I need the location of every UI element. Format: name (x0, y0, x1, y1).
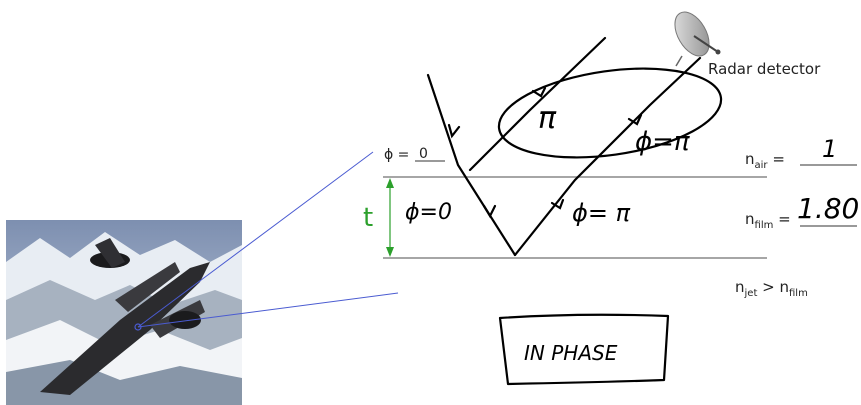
zoom-line-upper (137, 151, 374, 328)
zoom-line-lower (137, 292, 399, 328)
radar-dish-icon (674, 11, 721, 67)
svg-text:nfilm =: nfilm = (745, 210, 791, 231)
thickness-label: t (363, 203, 373, 233)
result-text: IN PHASE (524, 341, 618, 365)
annotation-film-left: ϕ=0 (405, 200, 452, 225)
jet-photo (6, 220, 242, 405)
n-air-value: 1 (822, 135, 837, 163)
radar-label: Radar detector (708, 60, 821, 78)
thickness-arrow (386, 178, 394, 257)
n-air-label: nair = (745, 150, 785, 171)
reflected-arrow-1 (531, 86, 547, 98)
n-film-value: 1.80 (797, 192, 859, 225)
annotation-reflected-pi: π (538, 101, 557, 136)
incident-arrow-2 (482, 204, 497, 219)
n-relation: njet > nfilm (735, 278, 808, 299)
reflected-arrow-2 (550, 198, 565, 210)
svg-text:njet > nfilm: njet > nfilm (735, 278, 808, 299)
phi-label: ϕ = (384, 147, 409, 163)
pi-circle (497, 67, 723, 159)
result-box (498, 313, 670, 386)
ray-paths (426, 36, 702, 257)
incident-ray (426, 73, 517, 257)
reflected-arrow-3 (627, 113, 643, 126)
annotation-film-right: ϕ= π (572, 199, 631, 227)
annotation-air-exit: ϕ=π (635, 127, 690, 157)
incident-arrow-1 (447, 123, 461, 139)
reflected-ray-top (468, 36, 607, 172)
svg-text:nair =: nair = (745, 150, 785, 171)
n-film-label: nfilm = (745, 210, 791, 231)
phi-value: 0 (419, 146, 428, 162)
reflected-ray-bottom (513, 56, 702, 257)
